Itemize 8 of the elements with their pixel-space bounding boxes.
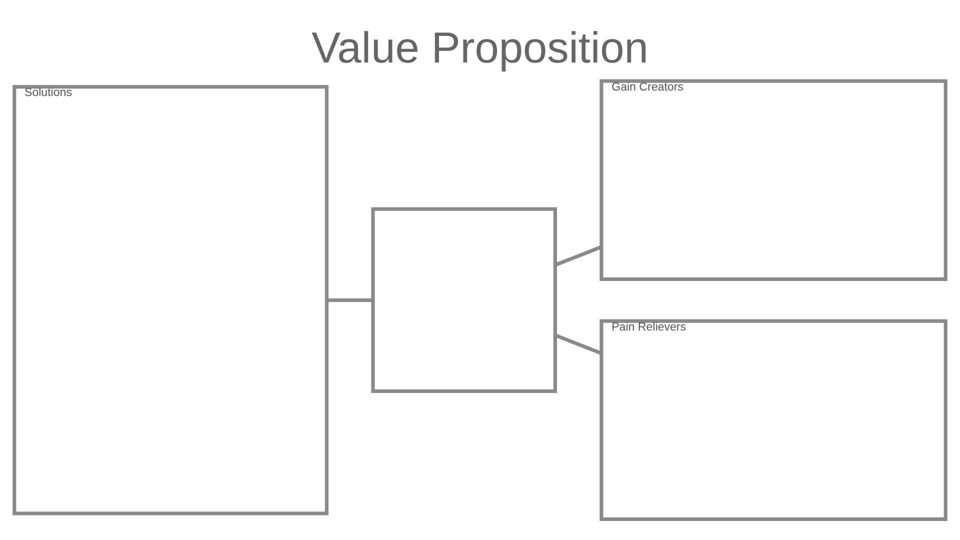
- connector: [327, 298, 373, 302]
- node-box: Solutions: [12, 84, 329, 515]
- node-box: Pain Relievers: [600, 318, 948, 521]
- connector: [554, 244, 602, 266]
- node-box: [371, 206, 557, 393]
- node-box: Gain Creators: [600, 78, 948, 280]
- connector: [554, 333, 602, 354]
- diagram-title: Value Proposition: [312, 24, 648, 72]
